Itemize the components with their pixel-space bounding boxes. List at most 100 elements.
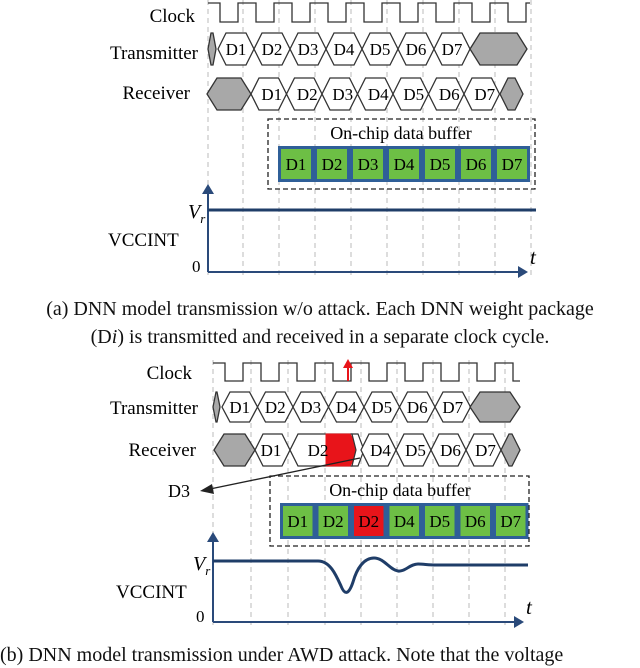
tx-packet-label: D6 bbox=[406, 40, 427, 59]
tx-idle-segment bbox=[212, 391, 221, 423]
buffer-cell-label: D7 bbox=[502, 155, 523, 174]
rx-packet-label: D3 bbox=[332, 85, 353, 104]
rx-packet-label: D5 bbox=[403, 85, 424, 104]
transmitter-label: Transmitter bbox=[110, 43, 199, 64]
vr-label: Vr bbox=[193, 553, 211, 578]
rx-packet-label: D6 bbox=[440, 441, 461, 460]
tx-packet-label: D4 bbox=[334, 40, 355, 59]
tx-packet-label: D3 bbox=[298, 40, 319, 59]
buffer-cell-label: D2 bbox=[358, 512, 379, 531]
vccint-label: VCCINT bbox=[108, 230, 179, 251]
buffer-cell bbox=[425, 506, 455, 536]
time-label: t bbox=[530, 245, 537, 269]
buffer-cells: D1 D2 D2 D4 D5 D6 D7 bbox=[280, 503, 529, 539]
receiver-waveform: D1 D2 D4 D5 D6 D7 bbox=[213, 433, 521, 467]
x-axis-arrow bbox=[518, 266, 528, 278]
caption-a-line-2-prefix: (D bbox=[90, 326, 112, 348]
receiver-label: Receiver bbox=[128, 440, 196, 461]
buffer-cell-label: D2 bbox=[322, 155, 343, 174]
time-label: t bbox=[526, 595, 533, 619]
rx-packet-label: D4 bbox=[370, 441, 391, 460]
caption-b-partial: (b) DNN model transmission under AWD att… bbox=[0, 644, 564, 666]
caption-a-line-2: (Di) is transmitted and received in a se… bbox=[0, 324, 640, 350]
buffer-cells: D1 D2 D3 D4 D5 D6 D7 bbox=[278, 146, 530, 182]
buffer-cell-label: D1 bbox=[287, 512, 308, 531]
transmitter-waveform: D1 D2 D3 D4 D5 D6 D7 bbox=[207, 32, 528, 66]
buffer-cell-label: D2 bbox=[323, 512, 344, 531]
missed-packet-arrow-head bbox=[200, 484, 214, 494]
tx-packet-label: D5 bbox=[370, 40, 391, 59]
tx-idle-segment bbox=[469, 391, 521, 423]
rx-idle-segment bbox=[500, 433, 521, 467]
buffer-title: On-chip data buffer bbox=[329, 480, 471, 500]
buffer-box bbox=[269, 475, 530, 547]
buffer-title: On-chip data buffer bbox=[330, 123, 472, 143]
tx-packet-label: D3 bbox=[300, 398, 321, 417]
caption-a-line-2-italic: i bbox=[111, 326, 118, 348]
buffer-cell bbox=[389, 149, 419, 179]
voltage-plot: Vr VCCINT 0 t bbox=[116, 532, 533, 628]
buffer-cell bbox=[318, 506, 348, 536]
glitch-sliver bbox=[351, 433, 365, 467]
rx-packet-label: D1 bbox=[261, 85, 282, 104]
rx-idle-segment bbox=[206, 77, 252, 111]
buffer-cell-label: D5 bbox=[430, 155, 451, 174]
buffer-cell-corrupted bbox=[354, 506, 384, 536]
rx-packet-label: D5 bbox=[405, 441, 426, 460]
vr-label: Vr bbox=[188, 201, 206, 226]
receiver-waveform: D1 D2 D3 D4 D5 D6 D7 bbox=[206, 77, 524, 111]
buffer-cell bbox=[283, 506, 313, 536]
rx-packet-label: D4 bbox=[368, 85, 389, 104]
tx-idle-segment bbox=[469, 32, 528, 66]
rx-packet-label: D7 bbox=[474, 85, 495, 104]
clock-waveform bbox=[208, 2, 530, 23]
x-axis-arrow bbox=[514, 616, 524, 628]
tx-packet-label: D2 bbox=[265, 398, 286, 417]
missed-packet-label: D3 bbox=[168, 481, 190, 501]
clock-label: Clock bbox=[150, 6, 196, 27]
tx-packet-label: D1 bbox=[226, 40, 247, 59]
y-axis-arrow bbox=[202, 184, 214, 194]
voltage-plot: Vr VCCINT 0 t bbox=[108, 184, 537, 278]
glitch-arrow-head bbox=[343, 359, 353, 368]
tx-packet-label: D7 bbox=[442, 398, 463, 417]
y-axis-arrow bbox=[207, 532, 219, 542]
rx-packet-label: D2 bbox=[297, 85, 318, 104]
buffer-cell-label: D1 bbox=[286, 155, 307, 174]
buffer-cell-label: D6 bbox=[466, 155, 487, 174]
zero-label: 0 bbox=[196, 607, 205, 626]
tx-packet-label: D5 bbox=[371, 398, 392, 417]
zero-label: 0 bbox=[192, 257, 201, 276]
buffer-cell-label: D5 bbox=[429, 512, 450, 531]
buffer-cell-label: D4 bbox=[394, 155, 415, 174]
buffer-cell bbox=[389, 506, 419, 536]
buffer-cell bbox=[496, 506, 526, 536]
rx-packet-label: D7 bbox=[475, 441, 496, 460]
buffer-cell bbox=[281, 149, 311, 179]
rx-idle-segment bbox=[213, 433, 256, 467]
buffer-cell-label: D7 bbox=[500, 512, 521, 531]
rx-packet-label: D2 bbox=[308, 441, 329, 460]
rx-idle-segment bbox=[499, 77, 524, 111]
tx-packet-label: D4 bbox=[336, 398, 357, 417]
missed-packet-arrow bbox=[209, 457, 361, 490]
rx-packet-label: D6 bbox=[439, 85, 460, 104]
tx-packet-label: D1 bbox=[229, 398, 250, 417]
tx-idle-segment bbox=[207, 32, 217, 66]
tx-packet-label: D7 bbox=[442, 40, 463, 59]
buffer-cell-label: D3 bbox=[358, 155, 379, 174]
tx-packet-label: D2 bbox=[262, 40, 283, 59]
buffer-cell bbox=[425, 149, 455, 179]
caption-a-line-1: (a) DNN model transmission w/o attack. E… bbox=[46, 298, 594, 320]
buffer-cell bbox=[497, 149, 527, 179]
buffer-cell-label: D4 bbox=[394, 512, 415, 531]
buffer-cell bbox=[461, 149, 491, 179]
caption-a-line-2-suffix: ) is transmitted and received in a separ… bbox=[117, 326, 550, 348]
vccint-label: VCCINT bbox=[116, 582, 187, 603]
receiver-label: Receiver bbox=[122, 83, 190, 104]
buffer-cell-label: D6 bbox=[465, 512, 486, 531]
rx-packet-label: D1 bbox=[261, 441, 282, 460]
